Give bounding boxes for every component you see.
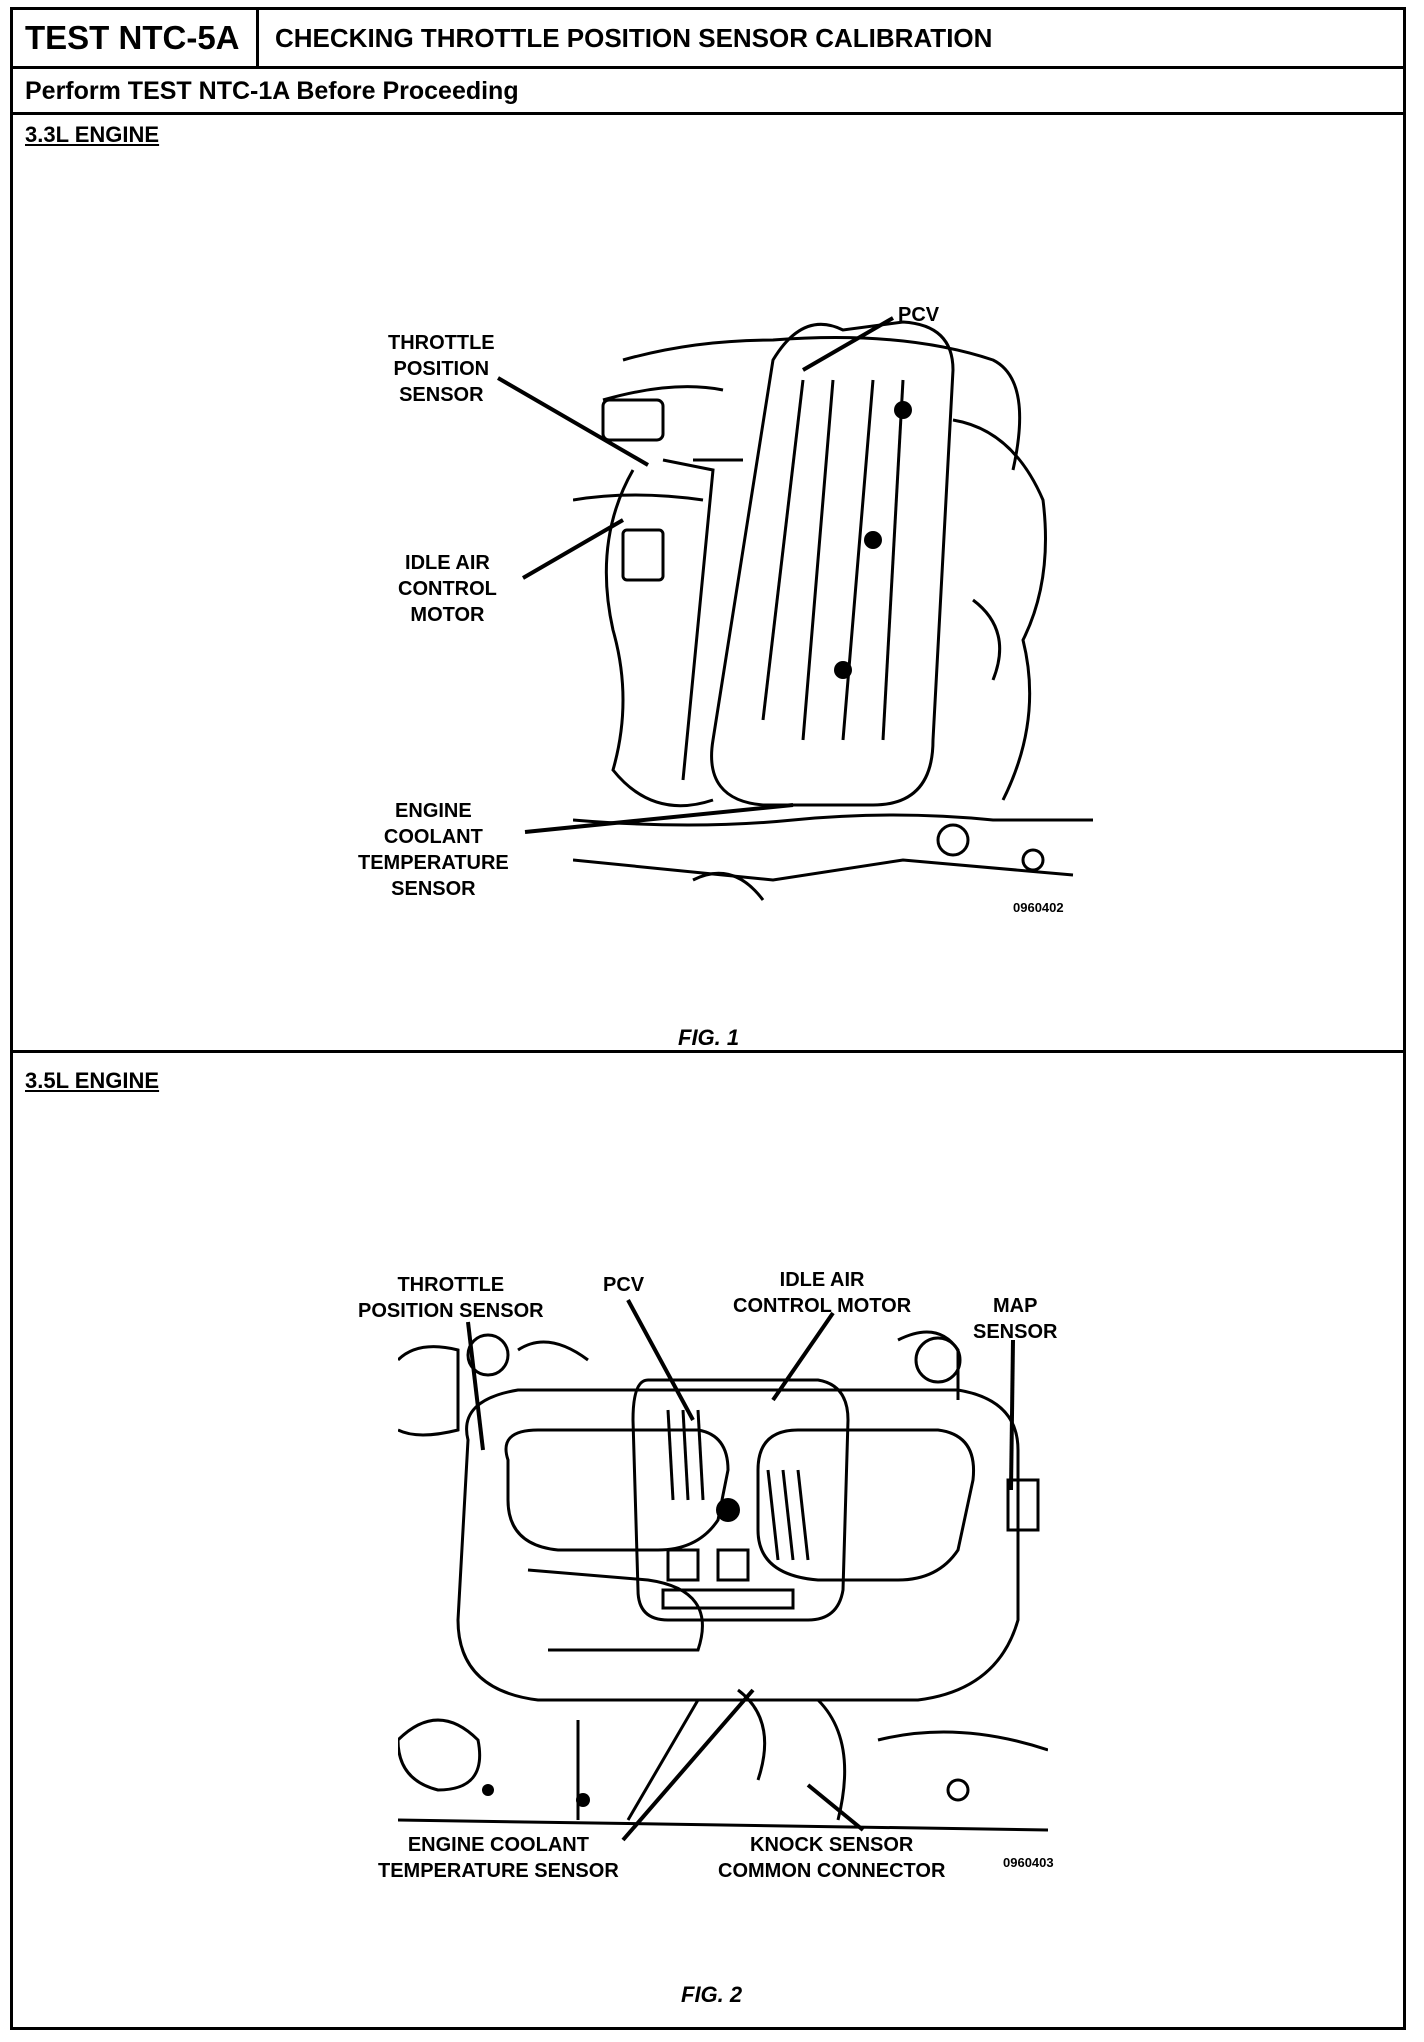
fig2-map-line2: SENSOR — [973, 1321, 1058, 1343]
fig1-iac-line2: CONTROL — [398, 578, 497, 600]
fig1-callout-iac: IDLE AIR CONTROL MOTOR — [398, 550, 497, 628]
fig2-tps-line2: POSITION SENSOR — [358, 1300, 544, 1322]
test-title: CHECKING THROTTLE POSITION SENSOR CALIBR… — [275, 23, 993, 53]
fig1-tps-line2: POSITION — [393, 358, 490, 380]
fig2-callout-tps: THROTTLE POSITION SENSOR — [358, 1272, 544, 1324]
fig1-callout-pcv: PCV — [898, 304, 940, 326]
fig2-callout-ect: ENGINE COOLANT TEMPERATURE SENSOR — [378, 1832, 619, 1884]
fig1-iac-line3: MOTOR — [410, 604, 485, 626]
fig1-ect-line4: SENSOR — [391, 878, 476, 900]
fig2-leader-lines — [466, 1299, 1015, 1842]
fig2-ect-line1: ENGINE COOLANT — [407, 1834, 589, 1856]
header-row: TEST NTC-5A CHECKING THROTTLE POSITION S… — [13, 10, 1403, 69]
fig1-tps-line3: SENSOR — [399, 384, 484, 406]
fig1-ect-line3: TEMPERATURE — [358, 852, 509, 874]
fig2-callout-map: MAP SENSOR — [973, 1293, 1057, 1345]
fig1-callout-tps: THROTTLE POSITION SENSOR — [388, 330, 495, 408]
fig1-code: 0960402 — [1013, 900, 1064, 915]
fig2-callout-iac: IDLE AIR CONTROL MOTOR — [733, 1267, 911, 1319]
fig2-knock-line1: KNOCK SENSOR — [750, 1834, 914, 1856]
fig1-caption: FIG. 1 — [678, 1025, 740, 1050]
fig2-ect-line2: TEMPERATURE SENSOR — [378, 1860, 619, 1882]
fig2-tps-line1: THROTTLE — [397, 1274, 505, 1296]
fig2-callout-pcv: PCV — [603, 1274, 645, 1296]
engine-3-3l-illustration — [573, 320, 1093, 901]
engine-3-5l-illustration — [398, 1330, 1048, 1832]
fig2-iac-line2: CONTROL MOTOR — [733, 1295, 912, 1317]
fig2-code: 0960403 — [1003, 1855, 1054, 1870]
fig2-iac-line1: IDLE AIR — [779, 1269, 865, 1291]
fig2-map-line1: MAP — [993, 1295, 1038, 1317]
panel-divider — [13, 1050, 1403, 1053]
fig1-section-label: 3.3L ENGINE — [25, 122, 160, 147]
test-id: TEST NTC-5A — [13, 10, 259, 66]
test-sheet: TEST NTC-5A CHECKING THROTTLE POSITION S… — [10, 7, 1406, 2030]
fig2-caption: FIG. 2 — [681, 1982, 743, 2007]
fig1-ect-line1: ENGINE — [395, 800, 472, 822]
fig1-callout-ect: ENGINE COOLANT TEMPERATURE SENSOR — [358, 798, 509, 902]
fig1-iac-line1: IDLE AIR — [405, 552, 490, 574]
fig1-ect-line2: COOLANT — [383, 826, 483, 848]
fig2-knock-line2: COMMON CONNECTOR — [718, 1860, 946, 1882]
fig1-leader-lines — [496, 316, 895, 834]
fig2-callout-knock: KNOCK SENSOR COMMON CONNECTOR — [718, 1832, 945, 1884]
fig2-section-label: 3.5L ENGINE — [25, 1068, 160, 1093]
prerequisite-note: Perform TEST NTC-1A Before Proceeding — [13, 69, 1403, 115]
fig1-tps-line1: THROTTLE — [388, 332, 495, 354]
